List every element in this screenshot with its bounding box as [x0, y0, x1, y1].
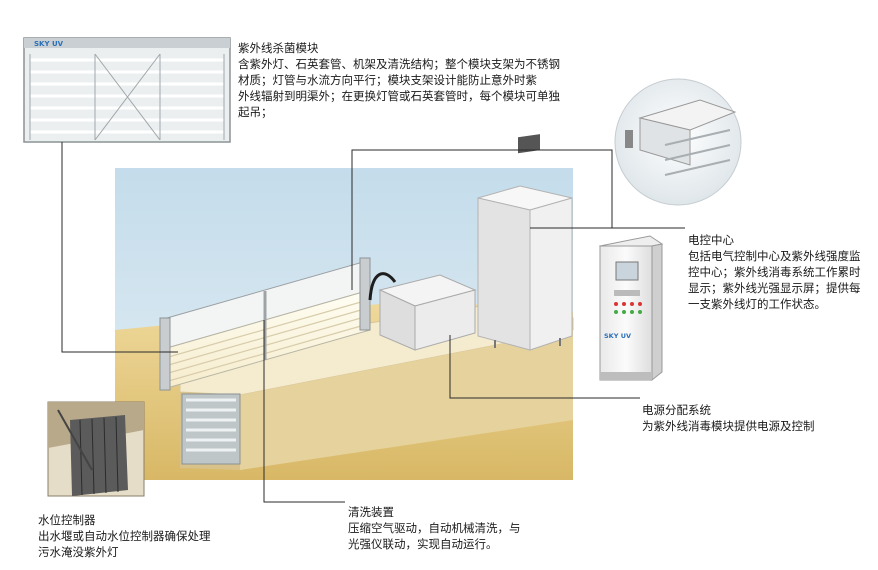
- leader-uv-module: [61, 142, 178, 353]
- channel-front-wall: [240, 330, 573, 470]
- callout-line: 为紫外线消毒模块提供电源及控制: [642, 419, 815, 433]
- leader-lines: [61, 142, 685, 503]
- leader-cleaning-device: [263, 320, 345, 503]
- callout-control-center: 电控中心 包括电气控制中心及紫外线强度监 控中心；紫外线消毒系统工作累时 显示；…: [688, 232, 874, 312]
- callout-power-distribution: 电源分配系统 为紫外线消毒模块提供电源及控制: [642, 402, 862, 434]
- callout-line: 光强仪联动，实现自动运行。: [348, 537, 498, 551]
- uv-module-photo: SKY UV: [23, 37, 231, 143]
- callout-line: 控中心；紫外线消毒系统工作累时: [688, 265, 861, 279]
- callout-water-level-controller: 水位控制器 出水堰或自动水位控制器确保处理 污水淹没紫外灯: [38, 512, 258, 560]
- control-cabinet-brand: SKY UV: [604, 332, 631, 340]
- water-level-photo: [47, 401, 145, 497]
- callout-title: 紫外线杀菌模块: [238, 41, 319, 55]
- callout-line: 污水淹没紫外灯: [38, 545, 119, 559]
- scene-control-cabinet: [477, 134, 573, 351]
- callout-line: 外线辐射到明渠外；在更换灯管或石英套管时，每个模块可单独: [238, 89, 560, 103]
- callout-line: 一支紫外线灯的工作状态。: [688, 297, 826, 311]
- uv-module-photo-brand: SKY UV: [34, 40, 64, 48]
- submerged-module: [181, 393, 241, 465]
- callout-line: 起吊；: [238, 105, 273, 119]
- bracket-detail-circle: [614, 78, 742, 206]
- callout-title: 电源分配系统: [642, 403, 711, 417]
- callout-cleaning-device: 清洗装置 压缩空气驱动，自动机械清洗，与 光强仪联动，实现自动运行。: [348, 504, 558, 552]
- callout-title: 电控中心: [688, 233, 734, 247]
- uv-module-raised: [159, 257, 371, 391]
- callout-line: 材质；灯管与水流方向平行；模块支架设计能防止意外时紫: [238, 73, 537, 87]
- callout-line: 包括电气控制中心及紫外线强度监: [688, 249, 861, 263]
- leader-power-distribution: [449, 335, 640, 399]
- callout-line: 压缩空气驱动，自动机械清洗，与: [348, 521, 521, 535]
- power-distribution-box: [378, 274, 477, 351]
- callout-line: 显示；紫外线光强显示屏；提供每: [688, 281, 861, 295]
- callout-title: 清洗装置: [348, 505, 394, 519]
- installation-scene: [115, 134, 574, 480]
- control-cabinet: SKY UV: [598, 235, 664, 382]
- callout-title: 水位控制器: [38, 513, 96, 527]
- callout-line: 含紫外灯、石英套管、机架及清洗结构；整个模块支架为不锈钢: [238, 57, 560, 71]
- callout-line: 出水堰或自动水位控制器确保处理: [38, 529, 211, 543]
- callout-uv-module: 紫外线杀菌模块 含紫外灯、石英套管、机架及清洗结构；整个模块支架为不锈钢 材质；…: [238, 40, 588, 120]
